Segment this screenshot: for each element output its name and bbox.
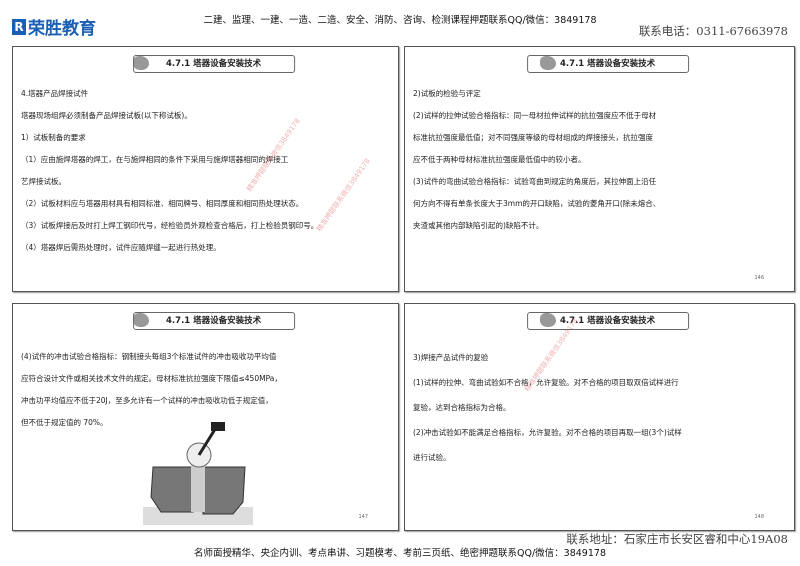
- text-line: 塔器现场组焊必须制备产品焊接试板(以下称试板)。: [21, 111, 192, 120]
- text-line: (3)试件的弯曲试验合格指标：试验弯曲到规定的角度后，其拉伸面上沿任: [413, 177, 657, 186]
- page-number: 146: [754, 275, 764, 281]
- text-line: 4.塔器产品焊接试件: [21, 89, 89, 98]
- slide-3: 4.7.1 塔器设备安装技术 147 (4)试件的冲击试验合格指标：钢制接头每组3…: [12, 303, 399, 531]
- slide-title: 4.7.1 塔器设备安装技术: [132, 55, 295, 73]
- header-promo: 二建、监理、一建、一造、二造、安全、消防、咨询、检测课程押题联系QQ/微信：38…: [203, 15, 597, 26]
- slide-2: 4.7.1 塔器设备安装技术 146 2)试板的检验与评定 (2)试样的拉伸试验合格…: [404, 46, 795, 292]
- text-line: (1)试样的拉伸、弯曲试验如不合格，允许复验。对不合格的项目取双倍试样进行: [413, 378, 679, 387]
- text-line: （3）试板焊接后及时打上焊工钢印代号，经检验员外观检查合格后，打上检验员钢印号。: [21, 221, 319, 230]
- logo-text: 荣胜教育: [28, 19, 96, 39]
- slide-title: 4.7.1 塔器设备安装技术: [132, 312, 295, 330]
- slide-title-decoration-icon: [133, 313, 149, 327]
- slide-title-decoration-icon: [133, 56, 149, 70]
- slide-title-decoration-icon: [540, 313, 556, 327]
- header-phone: 联系电话：0311-67663978: [638, 24, 788, 38]
- text-line: 应符合设计文件或相关技术文件的规定。母材标准抗拉强度下限值≤450MPa，: [21, 374, 282, 383]
- footer-address: 联系地址：石家庄市长安区睿和中心19A08: [566, 532, 788, 546]
- text-line: 标准抗拉强度最低值；对不同强度等级的母材组成的焊接接头，抗拉强度: [413, 133, 653, 142]
- slide-title: 4.7.1 塔器设备安装技术: [526, 312, 689, 330]
- logo-mark-icon: R: [12, 18, 26, 35]
- slide-title-decoration-icon: [540, 56, 556, 70]
- text-line: 但不低于规定值的 70%。: [21, 418, 108, 427]
- page-number: 148: [754, 514, 764, 520]
- text-line: (2)冲击试验如不能满足合格指标，允许复验。对不合格的项目再取一组(3个)试样: [413, 428, 682, 437]
- text-line: 3)焊接产品试件的复验: [413, 353, 489, 362]
- text-line: 夹渣或其他内部缺陷引起的)缺陷不计。: [413, 221, 544, 230]
- text-line: 进行试验。: [413, 453, 451, 462]
- text-line: 何方向不得有单条长度大于3mm的开口缺陷，试验的菱角开口(除未熔合、: [413, 199, 661, 208]
- text-line: 应不低于两种母材标准抗拉强度最低值中的较小者。: [413, 155, 586, 164]
- impact-testing-machine-image: [143, 422, 253, 525]
- text-line: 艺焊接试板。: [21, 177, 66, 186]
- slide-1: 4.7.1 塔器设备安装技术 4.塔器产品焊接试件塔器现场组焊必须制备产品焊接试…: [12, 46, 399, 292]
- text-line: （1）应由施焊塔器的焊工，在与施焊相同的条件下采用与施焊塔器相同的焊接工: [21, 155, 289, 164]
- page-number: 147: [358, 514, 368, 520]
- text-line: （2）试板材料应与塔器用材具有相同标准、相同牌号、相同厚度和相同热处理状态。: [21, 199, 304, 208]
- text-line: (4)试件的冲击试验合格指标：钢制接头每组3个标准试件的冲击吸收功平均值: [21, 352, 277, 361]
- slide-4: 4.7.1 塔器设备安装技术 148 3)焊接产品试件的复验 (1)试样的拉伸、弯曲…: [404, 303, 795, 531]
- text-line: 冲击功平均值应不低于20J，至多允许有一个试样的冲击吸收功低于规定值，: [21, 396, 273, 405]
- text-line: 1）试板制备的要求: [21, 133, 86, 142]
- footer-promo: 名师面授精华、央企内训、考点串讲、习题模考、考前三页纸、绝密押题联系QQ/微信：…: [194, 548, 606, 559]
- text-line: 2)试板的检验与评定: [413, 89, 481, 98]
- slide-title: 4.7.1 塔器设备安装技术: [526, 55, 689, 73]
- text-line: (2)试样的拉伸试验合格指标：同一母材拉伸试样的抗拉强度应不低于母材: [413, 111, 657, 120]
- text-line: 复验，达到合格指标为合格。: [413, 403, 511, 412]
- text-line: （4）塔器焊后需热处理时，试件应随焊缝一起进行热处理。: [21, 243, 221, 252]
